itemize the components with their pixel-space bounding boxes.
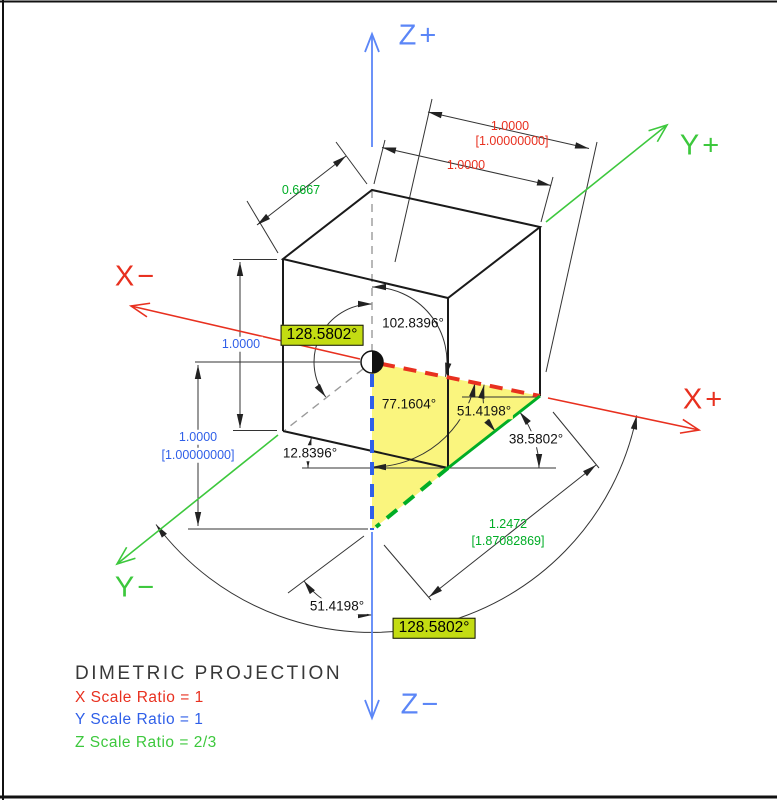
x-plus-label: X+ bbox=[682, 383, 726, 416]
dim-z-axis: 1.0000 bbox=[175, 429, 221, 445]
drawing-title: DIMETRIC PROJECTION bbox=[75, 663, 343, 684]
dim-diagonal-true: [1.87082869] bbox=[471, 533, 545, 548]
dim-z-left: 1.0000 bbox=[218, 336, 264, 352]
x-plus-axis bbox=[547, 397, 702, 434]
x-minus-axis bbox=[128, 302, 361, 360]
y-plus-axis bbox=[545, 123, 669, 223]
z-minus-label: Z− bbox=[400, 688, 442, 721]
dim-x-bottom: 1.0000 bbox=[490, 118, 530, 133]
hidden-edges bbox=[284, 190, 373, 431]
angle-x-horizontal: 12.8396° bbox=[279, 445, 341, 461]
dim-x-bottom-true: [1.00000000] bbox=[475, 133, 549, 148]
highlight-angle-bottom: 128.5802° bbox=[392, 617, 476, 639]
y-plus-label: Y+ bbox=[679, 129, 723, 162]
diagonal-solid bbox=[447, 394, 541, 470]
angle-diag-lower: 51.4198° bbox=[306, 598, 368, 614]
dim-diagonal: 1.2472 bbox=[488, 516, 528, 531]
z-plus-label: Z+ bbox=[398, 19, 440, 52]
dim-z-axis-true: [1.00000000] bbox=[158, 447, 238, 463]
legend-z-ratio: Z Scale Ratio = 2/3 bbox=[75, 734, 217, 751]
dim-x-top: 1.0000 bbox=[446, 157, 486, 172]
axis-lines bbox=[115, 31, 702, 721]
unit-segments bbox=[370, 362, 541, 530]
y-minus-label: Y− bbox=[114, 571, 158, 604]
x-minus-label: X− bbox=[114, 260, 158, 293]
angle-z-to-x: 102.8396° bbox=[382, 315, 444, 331]
angle-diag-horizontal: 38.5802° bbox=[505, 431, 567, 447]
dim-y-top: 0.6667 bbox=[281, 182, 321, 197]
angle-x-to-zminus: 77.1604° bbox=[381, 396, 437, 412]
diagonal-dashed bbox=[374, 466, 450, 529]
highlight-angle-left: 128.5802° bbox=[280, 324, 364, 346]
angle-diag-upper: 51.4198° bbox=[454, 403, 514, 419]
legend-y-ratio: Y Scale Ratio = 1 bbox=[75, 711, 204, 728]
y-minus-axis bbox=[115, 434, 279, 566]
legend-x-ratio: X Scale Ratio = 1 bbox=[75, 689, 204, 706]
origin-marker bbox=[360, 350, 384, 374]
x-unit-dashed bbox=[381, 362, 541, 398]
